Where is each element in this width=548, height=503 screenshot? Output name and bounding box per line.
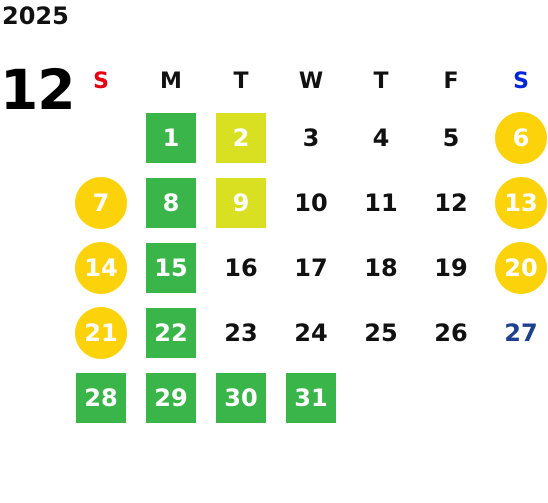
calendar-cell: 5: [416, 105, 486, 170]
calendar-day[interactable]: 13: [495, 176, 547, 229]
calendar-day[interactable]: 17: [294, 253, 328, 282]
calendar-day[interactable]: 6: [495, 111, 547, 164]
calendar-day[interactable]: 2: [216, 112, 266, 163]
calendar-cell: 9: [206, 170, 276, 235]
calendar-day[interactable]: 16: [224, 253, 258, 282]
calendar-cell: 11: [346, 170, 416, 235]
calendar-day[interactable]: 24: [294, 318, 328, 347]
calendar-day[interactable]: 26: [434, 318, 468, 347]
calendar-cell: [416, 365, 486, 430]
calendar-cell: 3: [276, 105, 346, 170]
calendar-day[interactable]: 12: [434, 188, 468, 217]
weekday-header: S: [93, 68, 109, 94]
calendar-cell: 4: [346, 105, 416, 170]
calendar-cell: 18: [346, 235, 416, 300]
calendar-cell: 23: [206, 300, 276, 365]
calendar-day[interactable]: 11: [364, 188, 398, 217]
calendar-cell: 24: [276, 300, 346, 365]
calendar-cell: 8: [136, 170, 206, 235]
calendar-day[interactable]: 4: [372, 123, 390, 152]
weekday-header: T: [373, 68, 389, 94]
calendar-year: 2025: [2, 2, 69, 30]
calendar-day[interactable]: 5: [442, 123, 460, 152]
calendar-cell: [66, 105, 136, 170]
calendar-day[interactable]: 25: [364, 318, 398, 347]
calendar-cell: 27: [486, 300, 548, 365]
calendar-day[interactable]: 19: [434, 253, 468, 282]
calendar-month: 12: [0, 58, 76, 122]
weekday-header: W: [298, 68, 324, 94]
calendar-day[interactable]: 1: [146, 112, 196, 163]
calendar-cell: 17: [276, 235, 346, 300]
calendar-cell: 21: [66, 300, 136, 365]
calendar-cell: [346, 365, 416, 430]
calendar-cell: 25: [346, 300, 416, 365]
calendar-cell: 13: [486, 170, 548, 235]
calendar-cell: 15: [136, 235, 206, 300]
weekday-header: M: [160, 68, 182, 94]
calendar-day[interactable]: 20: [495, 241, 547, 294]
calendar-day[interactable]: 23: [224, 318, 258, 347]
calendar-cell: 6: [486, 105, 548, 170]
calendar-day[interactable]: 3: [302, 123, 320, 152]
calendar-day[interactable]: 27: [504, 318, 538, 347]
weekday-header: S: [513, 68, 529, 94]
calendar-cell: 7: [66, 170, 136, 235]
calendar-cell: 22: [136, 300, 206, 365]
calendar-day[interactable]: 7: [75, 176, 127, 229]
calendar-cell: 16: [206, 235, 276, 300]
calendar-day[interactable]: 9: [216, 177, 266, 228]
calendar-cell: 20: [486, 235, 548, 300]
calendar-cell: 31: [276, 365, 346, 430]
calendar-cell: 10: [276, 170, 346, 235]
calendar-day[interactable]: 10: [294, 188, 328, 217]
calendar-day[interactable]: 15: [146, 242, 196, 293]
calendar-cell: 12: [416, 170, 486, 235]
calendar-cell: 1: [136, 105, 206, 170]
calendar-cell: 2: [206, 105, 276, 170]
calendar-cell: [486, 365, 548, 430]
calendar-day[interactable]: 14: [75, 241, 127, 294]
calendar-day[interactable]: 29: [146, 372, 196, 423]
weekday-header: T: [233, 68, 249, 94]
calendar-cell: 14: [66, 235, 136, 300]
calendar-day[interactable]: 21: [75, 306, 127, 359]
calendar-cell: 29: [136, 365, 206, 430]
calendar-day[interactable]: 30: [216, 372, 266, 423]
calendar-cell: 26: [416, 300, 486, 365]
calendar-day[interactable]: 8: [146, 177, 196, 228]
calendar-cell: 28: [66, 365, 136, 430]
calendar-cell: 19: [416, 235, 486, 300]
calendar-day[interactable]: 28: [76, 372, 126, 423]
calendar-day[interactable]: 31: [286, 372, 336, 423]
calendar-day[interactable]: 22: [146, 307, 196, 358]
calendar-cell: 30: [206, 365, 276, 430]
calendar-day[interactable]: 18: [364, 253, 398, 282]
weekday-header: F: [443, 68, 459, 94]
